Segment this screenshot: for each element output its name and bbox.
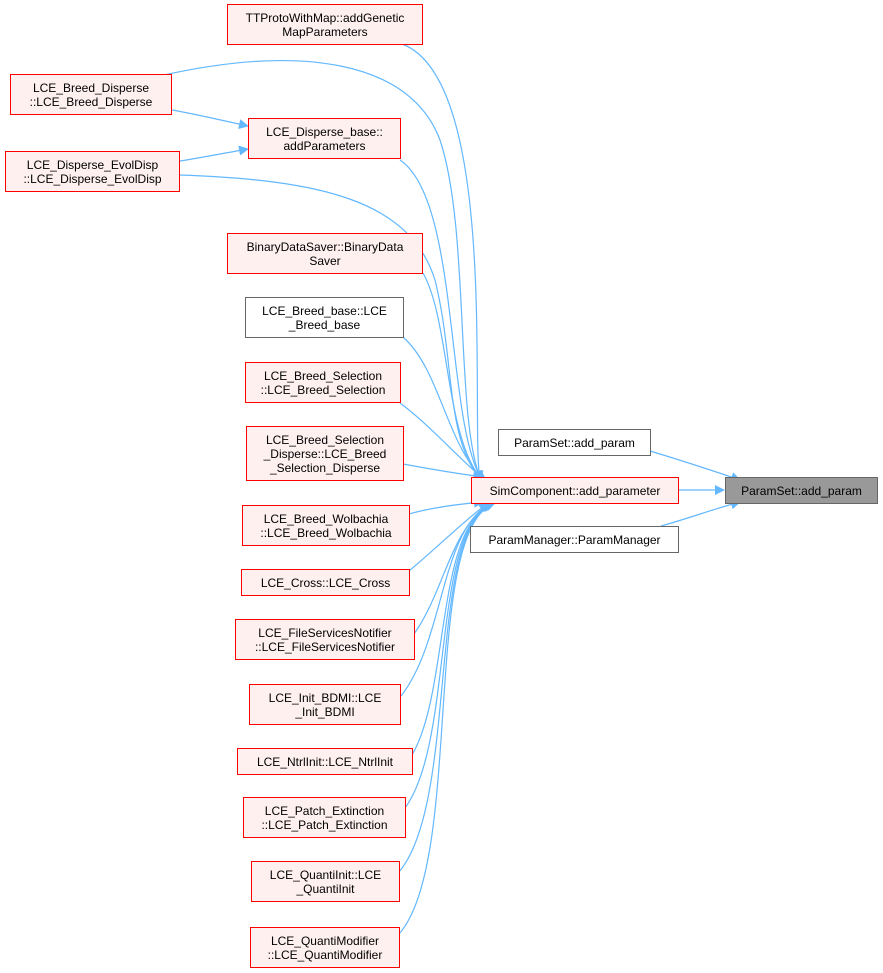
edge-breed-base-to-sim xyxy=(402,336,485,482)
node-lce-disperse-evoldisp[interactable]: LCE_Disperse_EvolDisp ::LCE_Disperse_Evo… xyxy=(5,151,180,192)
edge-file-services-to-sim xyxy=(413,502,491,635)
node-label: ParamSet::add_param xyxy=(741,483,862,498)
node-paramset-add-param-current: ParamSet::add_param xyxy=(725,477,878,504)
node-label: ParamSet::add_param xyxy=(514,435,635,450)
node-lce-quanti-modifier[interactable]: LCE_QuantiModifier ::LCE_QuantiModifier xyxy=(250,927,400,968)
node-label: LCE_Breed_Wolbachia ::LCE_Breed_Wolbachi… xyxy=(260,511,392,540)
edge-ttproto-to-sim xyxy=(401,43,484,481)
node-lce-file-services-notifier[interactable]: LCE_FileServicesNotifier ::LCE_FileServi… xyxy=(235,619,415,660)
node-label: LCE_FileServicesNotifier ::LCE_FileServi… xyxy=(254,625,396,654)
node-lce-quanti-init[interactable]: LCE_QuantiInit::LCE _QuantiInit xyxy=(251,861,400,902)
node-label: LCE_Init_BDMI::LCE _Init_BDMI xyxy=(268,690,382,719)
node-lce-breed-selection[interactable]: LCE_Breed_Selection ::LCE_Breed_Selectio… xyxy=(245,362,401,403)
node-label: LCE_Breed_Selection _Disperse::LCE_Breed… xyxy=(263,432,387,475)
node-lce-init-bdmi[interactable]: LCE_Init_BDMI::LCE _Init_BDMI xyxy=(249,684,401,725)
node-label: LCE_Patch_Extinction ::LCE_Patch_Extinct… xyxy=(261,803,388,832)
node-lce-patch-extinction[interactable]: LCE_Patch_Extinction ::LCE_Patch_Extinct… xyxy=(243,797,406,838)
node-lce-ntrl-init[interactable]: LCE_NtrlInit::LCE_NtrlInit xyxy=(237,748,413,775)
node-paramset-add-param-caller[interactable]: ParamSet::add_param xyxy=(498,429,651,456)
edge-evoldisp-to-sim xyxy=(179,174,483,482)
node-label: LCE_NtrlInit::LCE_NtrlInit xyxy=(256,754,394,769)
node-lce-breed-selection-disperse[interactable]: LCE_Breed_Selection _Disperse::LCE_Breed… xyxy=(246,426,404,481)
node-label: LCE_Breed_base::LCE _Breed_base xyxy=(262,303,387,332)
node-lce-disperse-base-add-parameters[interactable]: LCE_Disperse_base:: addParameters xyxy=(248,118,401,159)
node-label: TTProtoWithMap::addGenetic MapParameters xyxy=(245,10,405,39)
node-label: LCE_Disperse_base:: addParameters xyxy=(266,124,383,153)
node-label: LCE_QuantiModifier ::LCE_QuantiModifier xyxy=(267,933,383,962)
node-label: LCE_Disperse_EvolDisp ::LCE_Disperse_Evo… xyxy=(23,157,162,186)
edge-paramset-caller-to-paramset xyxy=(649,450,741,482)
node-label: LCE_QuantiInit::LCE _QuantiInit xyxy=(269,867,382,896)
edge-quanti-init-to-sim xyxy=(398,501,495,873)
node-label: LCE_Breed_Selection ::LCE_Breed_Selectio… xyxy=(260,368,386,397)
node-param-manager[interactable]: ParamManager::ParamManager xyxy=(470,526,679,553)
edge-init-bdmi-to-sim xyxy=(400,502,492,697)
edge-param-manager-to-paramset xyxy=(660,499,741,527)
node-binary-data-saver[interactable]: BinaryDataSaver::BinaryData Saver xyxy=(227,233,423,274)
node-label: LCE_Breed_Disperse ::LCE_Breed_Disperse xyxy=(29,80,153,109)
edge-breed-disperse-to-disperse-base xyxy=(171,109,249,130)
edge-breed-selection-to-sim xyxy=(399,402,487,482)
node-label: LCE_Cross::LCE_Cross xyxy=(260,575,391,590)
edge-ntrl-init-to-sim xyxy=(411,502,493,756)
edge-disperse-base-to-sim xyxy=(399,159,483,481)
node-label: SimComponent::add_parameter xyxy=(489,483,661,498)
node-label: ParamManager::ParamManager xyxy=(488,532,661,547)
node-sim-component-add-parameter[interactable]: SimComponent::add_parameter xyxy=(471,477,679,504)
node-lce-breed-base[interactable]: LCE_Breed_base::LCE _Breed_base xyxy=(245,297,404,338)
node-lce-cross[interactable]: LCE_Cross::LCE_Cross xyxy=(241,569,410,596)
edge-patch-extinction-to-sim xyxy=(404,501,494,809)
edge-breed-disperse-to-sim xyxy=(163,60,483,481)
edge-evoldisp-to-disperse-base xyxy=(179,145,249,162)
node-lce-breed-wolbachia[interactable]: LCE_Breed_Wolbachia ::LCE_Breed_Wolbachi… xyxy=(242,505,410,546)
edge-binary-saver-to-sim xyxy=(422,272,484,482)
node-ttproto-add-genetic-map-parameters[interactable]: TTProtoWithMap::addGenetic MapParameters xyxy=(227,4,423,45)
node-label: BinaryDataSaver::BinaryData Saver xyxy=(246,239,404,268)
node-lce-breed-disperse[interactable]: LCE_Breed_Disperse ::LCE_Breed_Disperse xyxy=(10,74,172,115)
edge-breed-selection-disperse-to-sim xyxy=(402,463,484,481)
